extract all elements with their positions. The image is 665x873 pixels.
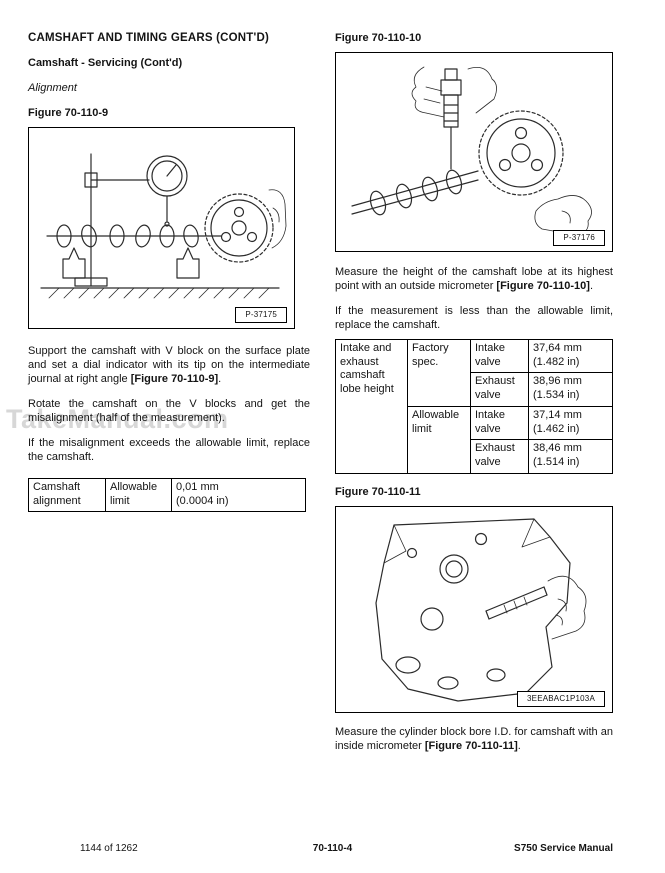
right-column: Figure 70-110-10 (335, 32, 613, 765)
table-row: Exhaust valve 38,46 mm (1.514 in) (336, 439, 613, 474)
exhaust-valve-cell: Exhaust valve (470, 439, 529, 474)
paragraph-measure-lobe: Measure the height of the camshaft lobe … (335, 266, 613, 294)
figure-9-reference: [Figure 70-110-9] (130, 372, 219, 385)
paragraph-text: . (218, 372, 222, 385)
table-row: Camshaft alignment Allowable limit 0,01 … (28, 477, 306, 513)
figure-10-caption: Figure 70-110-10 (335, 32, 422, 44)
exhaust-limit-value-cell: 38,46 mm (1.514 in) (528, 439, 613, 474)
figure-10: P-37176 (335, 52, 613, 252)
figure-11: 3EEABAC1P103A (335, 505, 613, 713)
figure-10-reference: [Figure 70-110-10] (496, 279, 590, 292)
camshaft-alignment-table: Camshaft alignment Allowable limit 0,01 … (28, 477, 306, 513)
paragraph-text: Measure the cylinder block bore I.D. for… (335, 725, 613, 752)
paragraph-text: . (517, 739, 521, 752)
figure-11-label: 3EEABAC1P103A (517, 690, 605, 707)
intake-factory-value-cell: 37,64 mm (1.482 in) (528, 338, 613, 374)
allowable-limit-cell: Allowable limit (407, 405, 471, 474)
factory-spec-cell: Factory spec. (407, 338, 471, 407)
paragraph-replace-camshaft: If the misalignment exceeds the allowabl… (28, 436, 310, 463)
paragraph-rotate-camshaft: Rotate the camshaft on the V blocks and … (28, 397, 310, 424)
paragraph-support-camshaft: Support the camshaft with V block on the… (28, 345, 310, 387)
paragraph-text: Support the camshaft with V block on the… (28, 345, 310, 385)
exhaust-valve-cell: Exhaust valve (470, 372, 529, 407)
table-row: Intake and exhaust camshaft lobe height … (335, 338, 613, 474)
section-subtitle: Camshaft - Servicing (Cont'd) (28, 57, 183, 69)
alignment-heading: Alignment (28, 82, 77, 94)
figure-9: P-37175 (28, 127, 295, 329)
exhaust-factory-value-cell: 38,96 mm (1.534 in) (528, 372, 613, 407)
table-row: Allowable limit Intake valve 37,14 mm (1… (336, 405, 613, 474)
paragraph-text: . (589, 279, 594, 292)
alignment-spec-cell: Allowable limit (105, 477, 172, 513)
page-title: CAMSHAFT AND TIMING GEARS (CONT'D) (28, 32, 270, 44)
figure-10-illustration (351, 66, 592, 236)
figure-11-caption: Figure 70-110-11 (335, 485, 421, 498)
intake-valve-cell: Intake valve (470, 405, 529, 441)
figure-9-illustration (40, 153, 287, 299)
figure-11-reference: [Figure 70-110-11] (424, 739, 518, 752)
left-column: CAMSHAFT AND TIMING GEARS (CONT'D) Camsh… (28, 32, 310, 513)
footer-manual-name: S750 Service Manual (514, 843, 613, 854)
figure-10-label: P-37176 (553, 230, 605, 246)
paragraph-less-than-limit: If the measurement is less than the allo… (335, 304, 613, 331)
alignment-item-cell: Camshaft alignment (28, 477, 106, 513)
figure-9-caption: Figure 70-110-9 (28, 107, 109, 119)
footer-page-info: 1144 of 1262 (80, 843, 138, 854)
intake-limit-value-cell: 37,14 mm (1.462 in) (528, 405, 613, 441)
lobe-height-label-cell: Intake and exhaust camshaft lobe height (335, 338, 408, 474)
intake-valve-cell: Intake valve (470, 338, 529, 374)
alignment-value-cell: 0,01 mm (0.0004 in) (171, 477, 306, 513)
paragraph-text: Measure the height of the camshaft lobe … (335, 266, 613, 292)
figure-11-illustration (375, 518, 587, 702)
paragraph-measure-bore: Measure the cylinder block bore I.D. for… (335, 726, 613, 754)
figure-9-label: P-37175 (235, 307, 287, 323)
footer-page-code: 70-110-4 (312, 843, 353, 854)
lobe-height-table: Intake and exhaust camshaft lobe height … (335, 338, 613, 474)
